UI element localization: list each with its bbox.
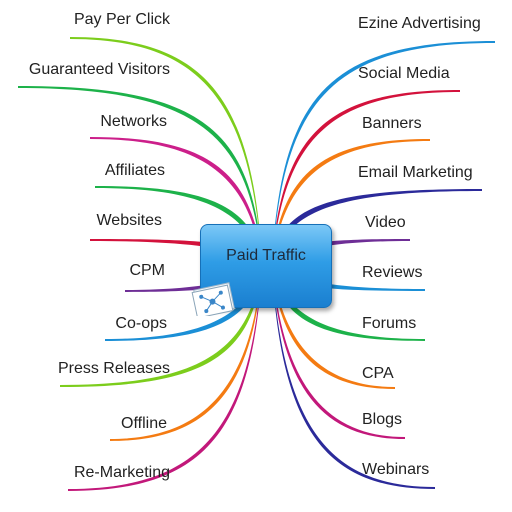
branch-left-7 [105, 261, 262, 341]
node-label-left-3: Networks [100, 113, 167, 130]
node-label-left-4: Affiliates [104, 162, 165, 179]
branch-left-4 [95, 186, 262, 269]
node-label-right-7: Forums [362, 315, 417, 332]
node-label-left-1: Pay Per Click [73, 11, 170, 28]
node-label-right-6: Reviews [362, 264, 423, 281]
node-label-right-5: Video [365, 214, 406, 231]
node-label-right-10: Webinars [362, 461, 430, 478]
node-label-right-1: Ezine Advertising [358, 15, 481, 32]
document-network-icon [191, 282, 235, 316]
node-label-right-4: Email Marketing [358, 164, 473, 181]
node-label-right-9: Blogs [362, 411, 403, 428]
node-label-left-10: Re-Marketing [73, 464, 170, 481]
node-label-left-7: Co-ops [115, 315, 167, 332]
branch-left-3 [90, 137, 262, 269]
branch-right-7 [272, 261, 425, 341]
center-label: Paid Traffic [226, 247, 306, 264]
node-label-right-2: Social Media [358, 65, 450, 82]
node-label-left-8: Press Releases [57, 360, 170, 377]
node-label-left-5: Websites [96, 212, 162, 229]
node-label-left-2: Guaranteed Visitors [28, 61, 170, 78]
node-label-right-3: Banners [362, 115, 422, 132]
node-label-left-9: Offline [121, 415, 167, 432]
node-label-left-6: CPM [129, 262, 165, 279]
branch-right-10 [272, 261, 435, 489]
branch-right-3 [272, 139, 430, 269]
node-label-right-8: CPA [362, 365, 394, 382]
